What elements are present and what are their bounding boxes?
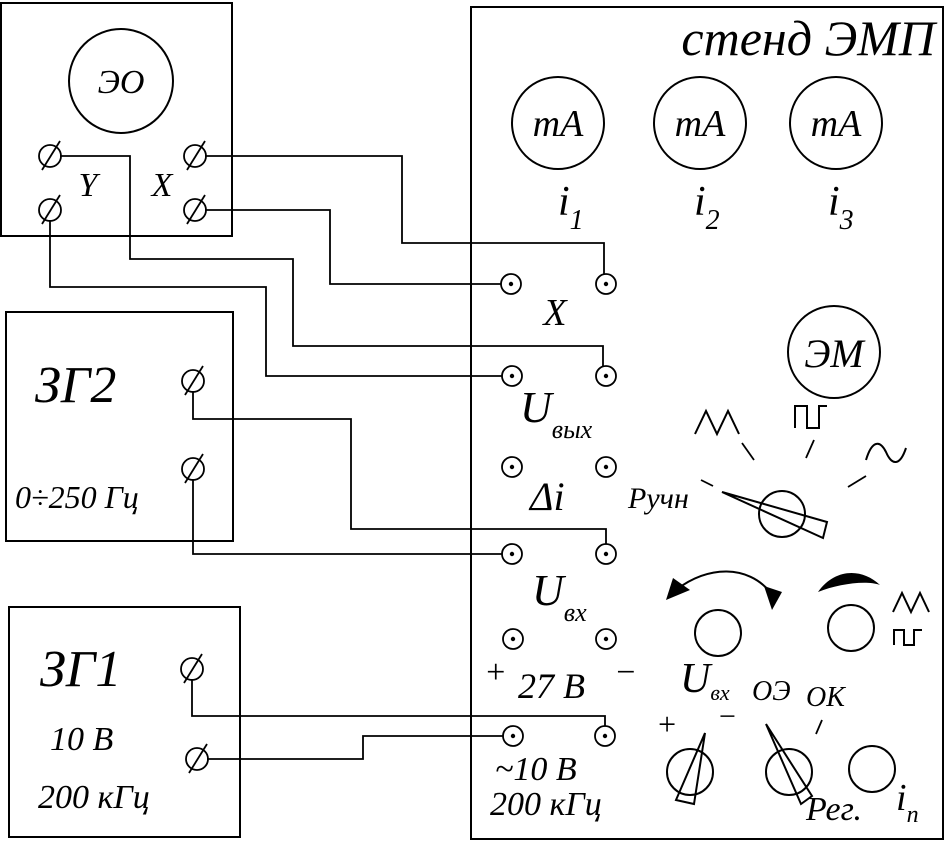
zg2-name: ЗГ2: [35, 357, 116, 414]
uin-knob[interactable]: [694, 609, 742, 657]
meter-i1: mA i1: [511, 76, 605, 236]
arrow-right-icon: [764, 586, 782, 610]
label-10v: ~10 В: [495, 751, 577, 788]
zg2-terminal-2[interactable]: [181, 453, 205, 484]
label-ok: ОК: [806, 682, 846, 713]
label-27v-plus: +: [484, 654, 507, 691]
label-manual: Ручн: [627, 482, 689, 515]
socket-x-left[interactable]: [500, 273, 522, 295]
zg1-name: ЗГ1: [40, 641, 121, 698]
zg1-frequency: 200 кГц: [38, 779, 150, 816]
tick-square: [805, 439, 815, 459]
wires: [49, 155, 607, 760]
tick-triangle: [741, 442, 755, 461]
label-27v-minus: −: [614, 654, 637, 691]
svg-text:mA: mA: [533, 103, 584, 145]
label-reg: Рег.: [805, 791, 862, 828]
oscilloscope-terminal-x2[interactable]: [183, 194, 207, 225]
square-wave-icon: [794, 405, 827, 429]
wire-zg1-to-10v-left: [207, 735, 503, 760]
socket-uin-right[interactable]: [595, 543, 617, 565]
zg2-terminal-1[interactable]: [181, 365, 205, 396]
generator-zg2-box: [5, 311, 234, 542]
wire-osc-y2-to-uout-left: [49, 220, 502, 377]
square-wave-small-icon: [893, 629, 922, 646]
mode-arc-icon: [818, 573, 880, 592]
meter-i2-label: i2: [694, 179, 720, 236]
generator-zg2: ЗГ2 0÷250 Гц: [15, 357, 205, 515]
triangle-wave-icon: [694, 408, 740, 437]
oscilloscope-box: [0, 2, 233, 237]
socket-di-right[interactable]: [595, 456, 617, 478]
tick-sine: [847, 475, 867, 488]
svg-text:mA: mA: [675, 103, 726, 145]
oscilloscope-x-label: X: [150, 167, 174, 204]
wire-zg1-to-10v-right: [191, 679, 606, 726]
zg1-terminal-2[interactable]: [185, 743, 209, 774]
svg-text:mA: mA: [811, 103, 862, 145]
oscilloscope-terminal-y2[interactable]: [38, 194, 62, 225]
triangle-wave-small-icon: [892, 590, 930, 615]
label-x: X: [541, 292, 568, 334]
meter-i3: mA i3: [789, 76, 883, 236]
meter-i2: mA i2: [653, 76, 747, 236]
label-200khz: 200 кГц: [490, 786, 602, 823]
meter-i3-label: i3: [828, 179, 854, 236]
oscilloscope-y-label: Y: [79, 167, 101, 204]
zg2-range: 0÷250 Гц: [15, 479, 139, 515]
rotate-arc: [675, 570, 771, 593]
socket-27v-minus[interactable]: [595, 628, 617, 650]
mode-knob[interactable]: [827, 604, 875, 652]
stand-box: [470, 6, 944, 840]
waveform-selector: Ручн: [627, 405, 907, 540]
oscilloscope: ЭО Y X: [38, 28, 207, 225]
stand-title: стенд ЭМП: [681, 10, 937, 66]
socket-27v-plus[interactable]: [502, 628, 524, 650]
meter-i1-label: i1: [558, 179, 584, 236]
socket-uin-left[interactable]: [501, 543, 523, 565]
in-knob[interactable]: [848, 745, 896, 793]
zg1-voltage: 10 В: [50, 721, 114, 758]
socket-10v-right[interactable]: [594, 725, 616, 747]
wire-osc-x1-to-x-right: [205, 155, 605, 274]
wire-osc-y1-to-uout-right: [60, 155, 604, 366]
label-uin: Uвх: [532, 566, 587, 627]
tick-manual: [700, 479, 714, 487]
socket-di-left[interactable]: [501, 456, 523, 478]
waveform-knob[interactable]: [721, 490, 829, 540]
wire-osc-x2-to-x-left: [205, 209, 501, 285]
oscilloscope-screen: [68, 28, 174, 134]
wire-zg2-to-uin-left: [192, 479, 502, 555]
oscilloscope-label: ЭО: [98, 64, 145, 101]
socket-uout-left[interactable]: [501, 365, 523, 387]
label-uin2: Uвх: [680, 656, 730, 705]
label-uin2-plus: +: [656, 706, 678, 742]
socket-x-right[interactable]: [595, 273, 617, 295]
label-in: iп: [896, 777, 919, 828]
meter-em: ЭМ: [787, 305, 881, 399]
generator-zg1: ЗГ1 10 В 200 кГц: [38, 641, 209, 816]
circuit-knob[interactable]: [765, 723, 814, 806]
label-oe: ОЭ: [752, 676, 791, 707]
stand-sockets: [500, 273, 617, 747]
generator-zg1-box: [8, 606, 241, 838]
polarity-knob[interactable]: [666, 732, 714, 806]
label-di: Δi: [528, 474, 565, 519]
tick-ok: [815, 719, 823, 735]
svg-text:ЭМ: ЭМ: [804, 331, 866, 376]
wire-zg2-to-uin-right: [192, 391, 607, 544]
label-27v: 27 В: [518, 666, 585, 706]
socket-10v-left[interactable]: [502, 725, 524, 747]
lower-controls: Uвх ОЭ ОК + − Рег. iп: [656, 570, 930, 828]
arrow-left-icon: [666, 578, 690, 600]
oscilloscope-terminal-x1[interactable]: [183, 140, 207, 171]
label-uout: Uвых: [520, 383, 593, 444]
sine-wave-icon: [865, 442, 907, 463]
socket-uout-right[interactable]: [595, 365, 617, 387]
zg1-terminal-1[interactable]: [180, 653, 204, 684]
label-uin2-minus: −: [717, 700, 737, 733]
oscilloscope-terminal-y1[interactable]: [38, 140, 62, 171]
